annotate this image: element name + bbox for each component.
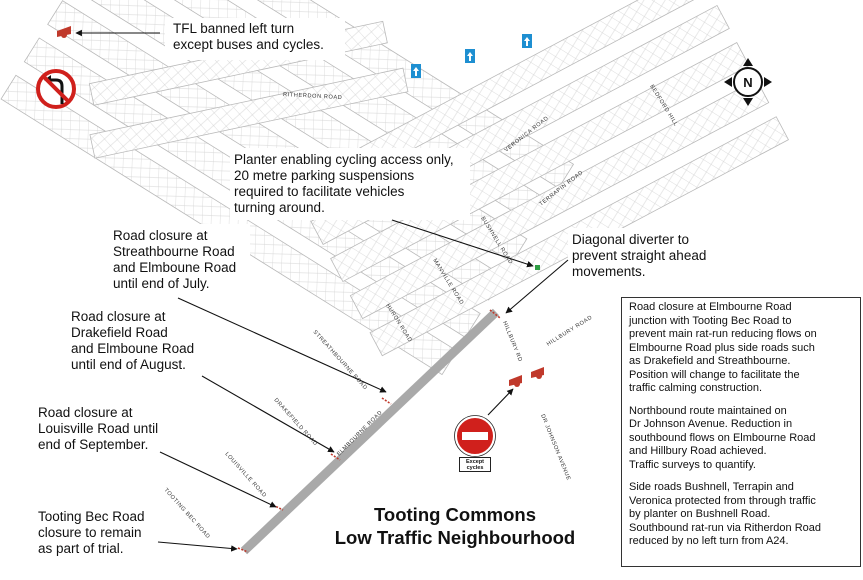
annotation-streathbourne-closure: Road closure at Streathbourne Road and E… [113,228,237,291]
info-paragraph-northbound: Northbound route maintained on Dr Johnso… [629,404,816,471]
annotation-drakefield-closure: Road closure at Drakefield Road and Elmb… [71,309,195,372]
street-hillbury: HILLBURY ROAD [546,315,594,348]
street-elmbourne: ELMBOURNE ROAD [336,410,384,458]
map-title: Tooting Commons Low Traffic Neighbourhoo… [334,504,576,548]
traffic-signal-icon-pair [509,367,544,387]
street-tooting-bec: TOOTING BEC ROAD [163,487,211,540]
annotation-louisville-closure: Road closure at Louisville Road until en… [38,405,159,452]
annotation-planter: Planter enabling cycling access only, 20… [234,152,454,215]
traffic-signal-icon [57,26,71,38]
street-drakefield: DRAKEFIELD ROAD [273,397,319,447]
compass-icon: N [724,58,772,106]
street-hillbury-rd: HILLBURY RD [501,321,523,363]
annotation-tooting-bec-closure: Tooting Bec Road closure to remain as pa… [38,509,145,556]
street-streathbourne: STREATHBOURNE ROAD [312,329,369,391]
street-dr-johnson: DR JOHNSON AVENUE [539,414,571,482]
info-paragraph-side-roads: Side roads Bushnell, Terrapin and Veroni… [629,481,822,547]
info-paragraph-elmbourne: Road closure at Elmbourne Road junction … [629,301,817,394]
street-ritherdon: RITHERDON ROAD [283,92,343,101]
one-way-signs [411,34,532,78]
compass-letter: N [743,75,752,90]
street-louisville: LOUISVILLE ROAD [224,451,268,499]
one-way-sign-2 [465,49,475,63]
no-entry-icon [454,415,496,457]
no-left-turn-icon [36,69,76,109]
one-way-sign-1 [411,64,421,78]
annotation-tfl-banned-left-turn: TFL banned left turn except buses and cy… [173,21,324,52]
annotation-diagonal-diverter: Diagonal diverter to prevent straight ah… [572,232,707,279]
info-box: Road closure at Elmbourne Road junction … [621,297,861,567]
elmbourne-road-closed [240,308,500,555]
label-backdrops [35,18,728,562]
planter-marker [535,265,540,270]
leader-arrows [75,29,569,552]
one-way-sign-3 [522,34,532,48]
except-cycles-plate: Except cycles [459,457,491,472]
